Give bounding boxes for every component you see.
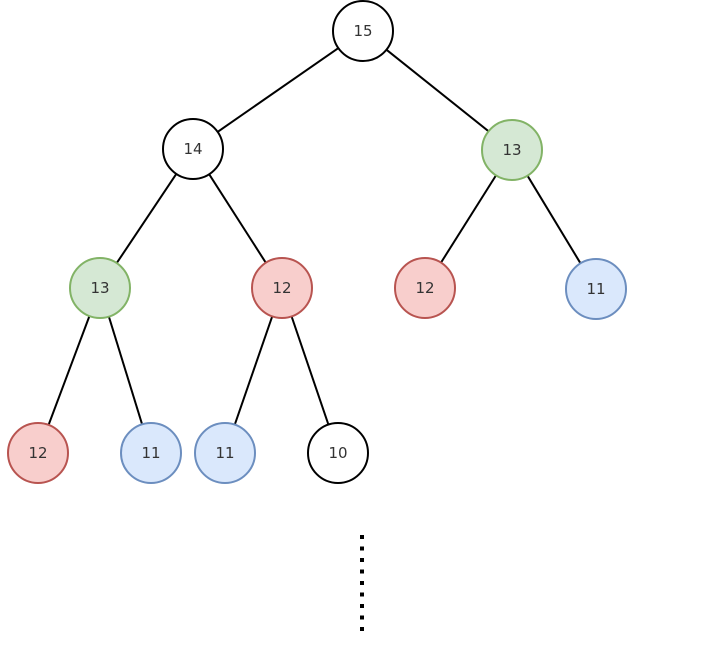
node-circle [7, 422, 69, 484]
node-label: 12 [272, 279, 291, 297]
ellipsis-dot [360, 615, 364, 620]
node-label: 11 [215, 444, 234, 462]
tree-node-n3: 13 [481, 119, 543, 181]
tree-node-n4: 13 [69, 257, 131, 319]
node-circle [565, 258, 627, 320]
ellipsis-dot [360, 569, 364, 574]
ellipsis-dot [360, 627, 364, 631]
node-circle [307, 422, 369, 484]
tree-edge-n3-n6 [440, 174, 497, 264]
ellipsis-dot [360, 592, 364, 597]
node-circle [194, 422, 256, 484]
tree-node-n1: 15 [332, 0, 394, 62]
ellipsis-dot [360, 546, 364, 551]
node-circle [481, 119, 543, 181]
node-circle [251, 257, 313, 319]
tree-node-n6: 12 [394, 257, 456, 319]
tree-node-n2: 14 [162, 118, 224, 180]
node-label: 13 [90, 279, 109, 297]
tree-node-n10: 11 [194, 422, 256, 484]
tree-node-n5: 12 [251, 257, 313, 319]
tree-edge-n1-n2 [217, 47, 339, 133]
node-circle [162, 118, 224, 180]
node-label: 14 [183, 140, 202, 158]
tree-edge-n4-n9 [107, 316, 144, 425]
ellipsis-dot [360, 604, 364, 608]
node-circle [120, 422, 182, 484]
node-label: 12 [415, 279, 434, 297]
nodes-layer: 15 14 13 13 12 12 11 12 11 11 10 [7, 0, 627, 484]
node-circle [394, 257, 456, 319]
node-label: 11 [141, 444, 160, 462]
tree-edge-n2-n5 [208, 173, 267, 264]
tree-node-n9: 11 [120, 422, 182, 484]
tree-edge-n5-n10 [233, 316, 274, 425]
tree-edge-n1-n3 [385, 48, 490, 133]
tree-edge-n5-n11 [290, 316, 330, 425]
node-label: 11 [586, 280, 605, 298]
tree-node-n7: 11 [565, 258, 627, 320]
tree-node-n11: 10 [307, 422, 369, 484]
tree-edge-n4-n8 [47, 315, 91, 426]
node-circle [332, 0, 394, 62]
tree-edge-n3-n7 [526, 175, 582, 264]
node-circle [69, 257, 131, 319]
tree-node-n8: 12 [7, 422, 69, 484]
tree-edge-n2-n4 [115, 173, 178, 264]
node-label: 13 [502, 141, 521, 159]
ellipsis-dot [360, 581, 364, 585]
ellipsis-dot [360, 558, 364, 562]
node-label: 12 [28, 444, 47, 462]
node-label: 10 [328, 444, 347, 462]
ellipsis-dot [360, 535, 364, 539]
edges-layer [47, 47, 582, 426]
continuation-ellipsis [360, 535, 364, 631]
node-label: 15 [353, 22, 372, 40]
